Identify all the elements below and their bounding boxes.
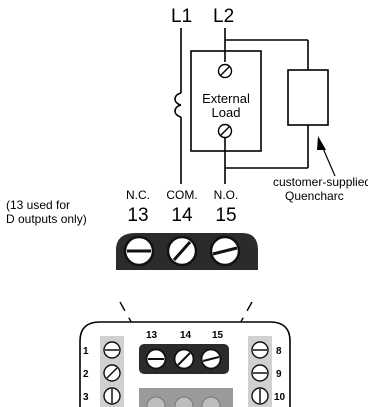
quencharc-arrow [317, 136, 336, 177]
screw-15-icon [209, 235, 241, 267]
note-line1: (13 used for [6, 198, 70, 212]
quencharc-label: Quencharc [285, 189, 344, 203]
board-terminal-15: 15 [212, 330, 224, 341]
board-terminal-3: 3 [83, 392, 89, 403]
terminal-number-13: 13 [127, 205, 148, 226]
screw-13-icon [123, 235, 155, 267]
note-line2: D outputs only) [6, 212, 87, 226]
load-bottom-screw-icon [217, 123, 233, 139]
board-terminal-14: 14 [180, 330, 192, 341]
board-screw-8-icon [251, 341, 269, 359]
board-screw-1-icon [103, 341, 121, 359]
zoom-lines [119, 301, 253, 337]
board-screw-13-icon [145, 348, 167, 370]
terminal-number-14: 14 [171, 205, 193, 226]
board-terminal-8: 8 [276, 346, 282, 357]
board-terminal-1: 1 [83, 346, 89, 357]
board-terminal-13: 13 [146, 330, 158, 341]
label-l2: L2 [213, 6, 234, 27]
terminal-number-15: 15 [215, 205, 236, 226]
external-load-box [190, 50, 262, 152]
customer-supplied-label: customer-supplied [273, 175, 368, 189]
label-no: N.O. [214, 188, 239, 202]
board-screw-14-icon [173, 348, 195, 370]
external-load-label-line2: Load [212, 105, 241, 120]
load-top-screw-icon [217, 63, 233, 79]
label-com: COM. [166, 188, 197, 202]
quencharc-wiring [224, 39, 329, 184]
board-screw-2-icon [103, 364, 121, 382]
board-screw-3-icon [103, 387, 121, 405]
board-screw-10-icon [251, 387, 269, 405]
screw-14-icon [166, 235, 198, 267]
l1-wire [174, 28, 182, 184]
board-terminal-9: 9 [276, 369, 282, 380]
label-l1: L1 [171, 6, 192, 27]
board-screw-9-icon [251, 364, 269, 382]
quencharc-box [287, 69, 329, 126]
board-terminal-10: 10 [274, 392, 286, 403]
device-board: 1 2 3 8 9 10 13 14 15 [79, 321, 291, 407]
board-terminal-2: 2 [83, 369, 89, 380]
terminal-block-large [116, 233, 258, 270]
label-nc: N.C. [126, 188, 150, 202]
board-screw-15-icon [200, 348, 222, 370]
external-load-label-line1: External [202, 91, 250, 106]
